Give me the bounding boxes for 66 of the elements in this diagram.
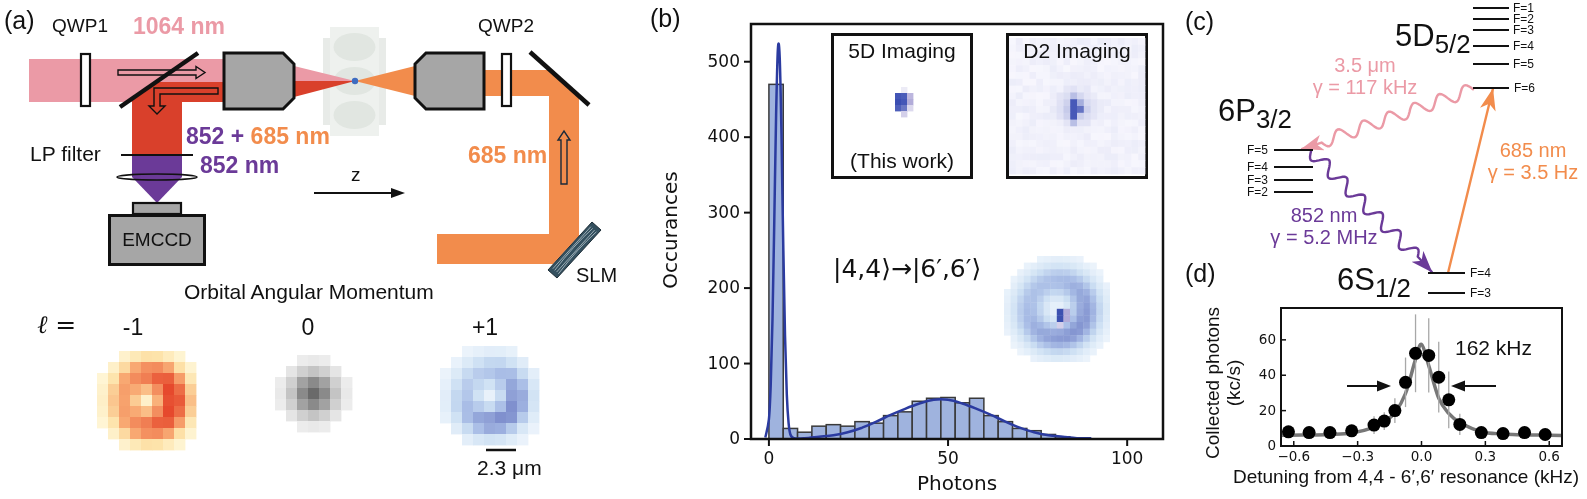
state-label: 6S$_{1/2}$ xyxy=(1337,262,1411,304)
axis-title: Detuning from 4,4 - 6′,6′ resonance (kHz) xyxy=(1232,466,1580,488)
tick-label: 300 xyxy=(707,202,740,223)
panel-heading: D2 Imaging xyxy=(1023,39,1131,64)
level-label: F=5 xyxy=(1247,144,1268,156)
image-inset-panel xyxy=(831,33,973,179)
wavelength-label: 852 nm xyxy=(200,152,280,179)
tick-label: 100 xyxy=(707,353,740,374)
axis-label: z xyxy=(351,164,361,186)
quantum-number-label: ℓ = xyxy=(37,311,77,340)
level-label: F=3 xyxy=(1513,24,1534,36)
tick-label: 0 xyxy=(729,429,740,449)
wavelength-label: 685 nm xyxy=(468,142,548,169)
level-label: F=4 xyxy=(1470,267,1491,279)
level-label: F=2 xyxy=(1247,186,1268,198)
tick-label: 200 xyxy=(707,278,740,298)
level-label: F=5 xyxy=(1513,58,1534,70)
level-label: F=4 xyxy=(1247,161,1268,173)
tick-label: 60 xyxy=(1258,332,1276,348)
level-label: F=3 xyxy=(1247,174,1268,186)
component-label: LP filter xyxy=(30,142,101,167)
level-label: F=1 xyxy=(1513,2,1534,14)
tick-label: 0 xyxy=(763,449,775,469)
component-label: QWP1 xyxy=(52,15,108,37)
component-label: SLM xyxy=(576,264,618,287)
edge-label: 685 nm γ = 3.5 Hz xyxy=(1487,139,1579,183)
tick-label: 40 xyxy=(1258,367,1276,383)
wavy-arrow xyxy=(1308,150,1433,273)
axis-title: Occurances xyxy=(658,171,682,289)
edge-label: 852 nm γ = 5.2 MHz xyxy=(1270,204,1378,248)
panel-label: (a) xyxy=(4,6,35,35)
tick-label: 20 xyxy=(1258,402,1276,419)
tick-label: 100 xyxy=(1110,449,1144,469)
tick-label: 0.0 xyxy=(1410,449,1433,465)
wavelength-label: 1064 nm xyxy=(133,13,226,40)
panel-label: (d) xyxy=(1185,259,1216,288)
level-label: F=3 xyxy=(1470,287,1491,299)
wavy-arrow xyxy=(1300,83,1475,151)
tick-label: 0.3 xyxy=(1474,449,1497,465)
axis-title: Photons xyxy=(916,472,998,495)
tick-label: 500 xyxy=(707,51,740,72)
wavelength-label: 852 + 685 nm xyxy=(186,123,330,150)
level-label: F=2 xyxy=(1513,13,1534,25)
tick-label: 50 xyxy=(937,449,959,469)
axis-title: Collected photons (kc/s) xyxy=(1203,306,1245,460)
panel-note: (This work) xyxy=(850,148,954,173)
level-label: F=6 xyxy=(1514,82,1535,94)
tick-label: −0.6 xyxy=(1277,449,1311,465)
scale-label: 2.3 μm xyxy=(477,456,542,481)
panel-label: (c) xyxy=(1185,7,1215,36)
arrow xyxy=(1447,88,1496,273)
quantum-number-label: -1 xyxy=(122,314,144,341)
state-label: 6P$_{3/2}$ xyxy=(1218,93,1292,135)
level-label: F=4 xyxy=(1513,40,1534,52)
tick-label: 400 xyxy=(707,127,740,147)
panel-heading: 5D Imaging xyxy=(848,39,956,64)
section-title: Orbital Angular Momentum xyxy=(184,280,434,305)
tick-label: 0.6 xyxy=(1538,449,1560,465)
panel-label: (b) xyxy=(650,4,681,33)
tick-label: 0 xyxy=(1267,438,1276,454)
camera-box: EMCCD xyxy=(108,214,206,266)
component-label: QWP2 xyxy=(478,15,534,37)
annotation: |4,4⟩→|6′,6′⟩ xyxy=(833,255,982,284)
tick-label: −0.3 xyxy=(1341,449,1374,465)
quantum-number-label: +1 xyxy=(471,314,499,341)
quantum-number-label: 0 xyxy=(301,314,315,341)
